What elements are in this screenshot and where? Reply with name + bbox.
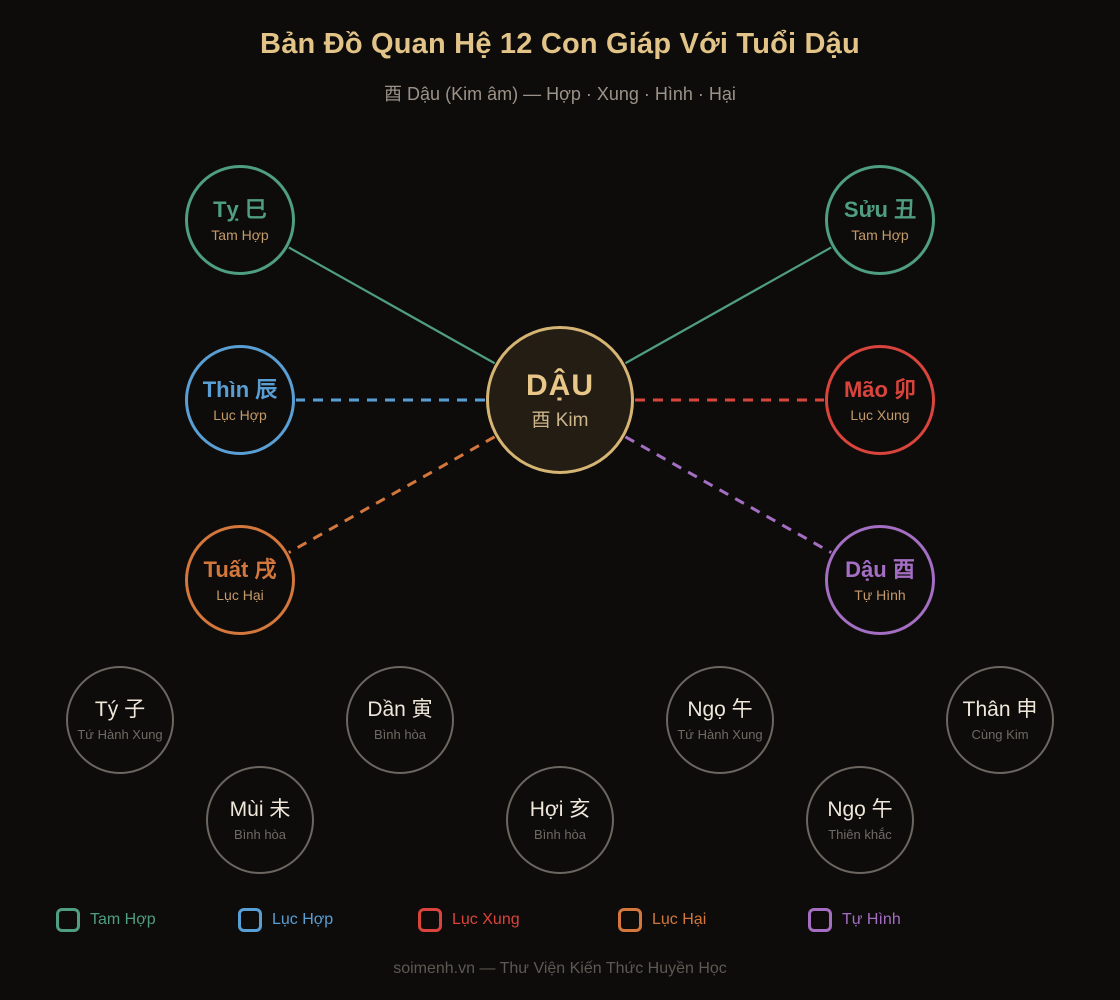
- neutral-node-sublabel: Tứ Hành Xung: [77, 727, 163, 743]
- legend-swatch-icon: [808, 908, 832, 932]
- neutral-node-sublabel: Bình hòa: [533, 827, 587, 843]
- neutral-node-dan-1[interactable]: Dần 寅 Bình hòa: [346, 666, 454, 774]
- neutral-node-than-3[interactable]: Thân 申 Cùng Kim: [946, 666, 1054, 774]
- neutral-node-sublabel: Bình hòa: [373, 727, 427, 743]
- footer-credit: soimenh.vn — Thư Viện Kiến Thức Huyền Họ…: [393, 960, 727, 977]
- neutral-node-ty-0[interactable]: Tý 子 Tứ Hành Xung: [66, 666, 174, 774]
- connector-center-to-suu: [624, 246, 832, 365]
- legend-swatch-icon: [618, 908, 642, 932]
- relation-node-label: Tuất 戌: [203, 557, 277, 583]
- neutral-node-hoi-5[interactable]: Hợi 亥 Bình hòa: [506, 766, 614, 874]
- relation-node-mao-luc-xung[interactable]: Mão 卯 Lục Xung: [825, 345, 935, 455]
- relation-node-sublabel: Tự Hình: [854, 586, 906, 603]
- legend-swatch-icon: [238, 908, 262, 932]
- legend-item-label: Lục Hợp: [272, 911, 334, 928]
- relation-node-label: Sửu 丑: [843, 197, 917, 223]
- center-node-dau[interactable]: DẬU 酉 Kim: [486, 326, 634, 474]
- neutral-node-label: Thân 申: [962, 697, 1038, 721]
- legend-item-label: Tự Hình: [842, 911, 901, 928]
- relation-node-label: Thìn 辰: [202, 377, 278, 403]
- neutral-node-label: Ngọ 午: [687, 697, 753, 721]
- center-node-label: DẬU: [526, 369, 594, 403]
- neutral-node-label: Tý 子: [94, 697, 146, 721]
- legend-item-label: Lục Hại: [652, 911, 707, 928]
- relation-node-sublabel: Tam Hợp: [851, 226, 909, 243]
- relation-node-label: Dậu 酉: [845, 557, 915, 583]
- page-subtitle: 酉 Dậu (Kim âm) — Hợp · Xung · Hình · Hại: [384, 84, 736, 104]
- connector-center-to-dau: [624, 435, 832, 554]
- legend-swatch-icon: [56, 908, 80, 932]
- legend-item-luc-hai[interactable]: Lục Hại: [618, 908, 706, 932]
- legend-item-tam-hop[interactable]: Tam Hợp: [56, 908, 156, 932]
- relation-node-label: Tỵ 巳: [213, 197, 267, 223]
- neutral-node-sublabel: Cùng Kim: [971, 727, 1029, 743]
- relation-node-sublabel: Lục Hợp: [213, 406, 267, 423]
- relation-node-suu-tam-hop[interactable]: Sửu 丑 Tam Hợp: [825, 165, 935, 275]
- neutral-node-sublabel: Tứ Hành Xung: [677, 727, 763, 743]
- neutral-node-ngo-6[interactable]: Ngọ 午 Thiên khắc: [806, 766, 914, 874]
- legend-swatch-icon: [418, 908, 442, 932]
- legend-item-label: Tam Hợp: [90, 911, 156, 928]
- neutral-node-label: Ngọ 午: [827, 797, 893, 821]
- relation-node-label: Mão 卯: [843, 377, 917, 403]
- relation-node-dau-tu-hinh[interactable]: Dậu 酉 Tự Hình: [825, 525, 935, 635]
- relation-node-sublabel: Lục Xung: [850, 406, 910, 423]
- connector-center-to-ty: [288, 246, 496, 365]
- connector-center-to-tuat: [288, 435, 496, 554]
- neutral-node-ngo-2[interactable]: Ngọ 午 Tứ Hành Xung: [666, 666, 774, 774]
- neutral-node-label: Hợi 亥: [529, 797, 591, 821]
- page-title: Bản Đồ Quan Hệ 12 Con Giáp Với Tuổi Dậu: [260, 28, 860, 60]
- neutral-node-sublabel: Bình hòa: [233, 827, 287, 843]
- neutral-node-label: Dần 寅: [367, 697, 433, 721]
- legend-item-luc-hop[interactable]: Lục Hợp: [238, 908, 333, 932]
- relation-node-tuat-luc-hai[interactable]: Tuất 戌 Lục Hại: [185, 525, 295, 635]
- neutral-node-label: Mùi 未: [229, 797, 291, 821]
- legend-item-luc-xung[interactable]: Lục Xung: [418, 908, 520, 932]
- center-node-sublabel: 酉 Kim: [531, 409, 589, 431]
- neutral-node-mui-4[interactable]: Mùi 未 Bình hòa: [206, 766, 314, 874]
- relation-node-sublabel: Lục Hại: [216, 586, 264, 603]
- legend-item-tu-hinh[interactable]: Tự Hình: [808, 908, 901, 932]
- relation-node-thin-luc-hop[interactable]: Thìn 辰 Lục Hợp: [185, 345, 295, 455]
- legend: Tam Hợp Lục Hợp Lục Xung Lục Hại Tự Hình: [56, 908, 1066, 944]
- neutral-node-sublabel: Thiên khắc: [828, 827, 892, 843]
- relation-node-sublabel: Tam Hợp: [211, 226, 269, 243]
- relation-node-ty-tam-hop[interactable]: Tỵ 巳 Tam Hợp: [185, 165, 295, 275]
- legend-item-label: Lục Xung: [452, 911, 520, 928]
